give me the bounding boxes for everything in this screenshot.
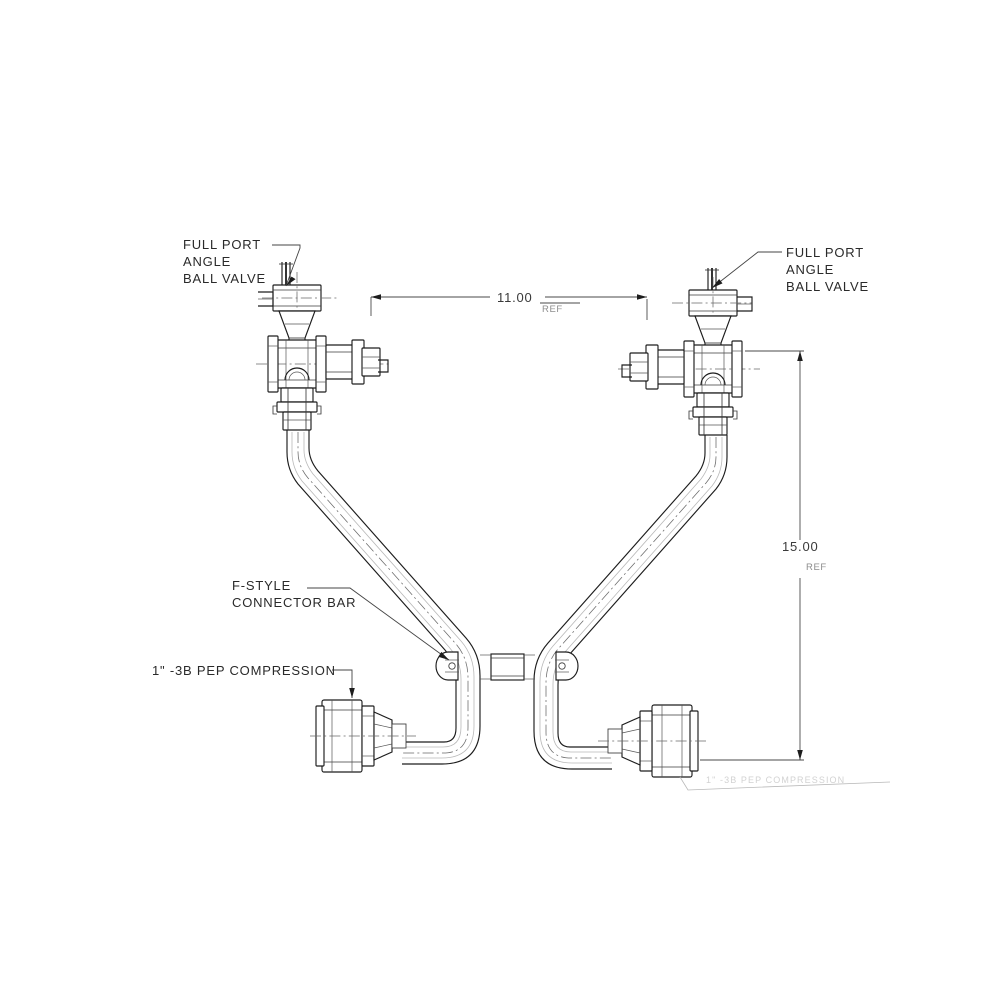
dimension-text-15: 15.00 REF <box>782 539 827 573</box>
dimension-value: 15.00 <box>782 539 819 554</box>
right-union-nut <box>688 392 738 436</box>
right-valve-outlet-spud <box>621 344 685 390</box>
left-valve-collars <box>267 335 327 393</box>
annotation-line: BALL VALVE <box>183 271 266 286</box>
left-union-nut <box>272 387 322 431</box>
annotation-line: BALL VALVE <box>786 279 869 294</box>
annotation-full-port-angle-ball-valve-right: FULL PORT ANGLE BALL VALVE <box>786 245 869 294</box>
annotation-line: ANGLE <box>786 262 834 277</box>
f-style-connector-bar <box>435 651 579 681</box>
dimension-vertical-15 <box>700 350 804 761</box>
left-pep-compression-fitting <box>310 699 416 773</box>
right-valve-collars <box>683 340 743 398</box>
annotation-full-port-angle-ball-valve-left: FULL PORT ANGLE BALL VALVE <box>183 237 266 286</box>
faint-note-text: 1" -3B PEP COMPRESSION <box>706 775 845 785</box>
dimension-value: 11.00 <box>497 290 533 305</box>
right-pep-compression-fitting <box>598 704 706 778</box>
annotation-line: ANGLE <box>183 254 231 269</box>
leader-lines <box>272 244 891 791</box>
annotation-pep-compression: 1" -3B PEP COMPRESSION <box>152 663 336 678</box>
left-valve-outlet-spud <box>325 339 389 385</box>
annotation-f-style-connector-bar: F-STYLE CONNECTOR BAR <box>232 578 356 610</box>
annotation-line: FULL PORT <box>183 237 261 252</box>
dimension-ref-label: REF <box>542 304 563 315</box>
left-valve-assembly <box>256 262 390 431</box>
annotation-line: CONNECTOR BAR <box>232 595 356 610</box>
annotation-line: FULL PORT <box>786 245 864 260</box>
right-valve-assembly <box>618 268 760 436</box>
dimension-horizontal-11 <box>370 294 648 320</box>
dimension-text-11: 11.00 REF <box>497 290 563 315</box>
annotation-line: 1" -3B PEP COMPRESSION <box>152 663 336 678</box>
faint-bottom-right-note: 1" -3B PEP COMPRESSION <box>706 775 845 785</box>
dimension-ref-label: REF <box>806 562 827 573</box>
annotation-line: F-STYLE <box>232 578 291 593</box>
